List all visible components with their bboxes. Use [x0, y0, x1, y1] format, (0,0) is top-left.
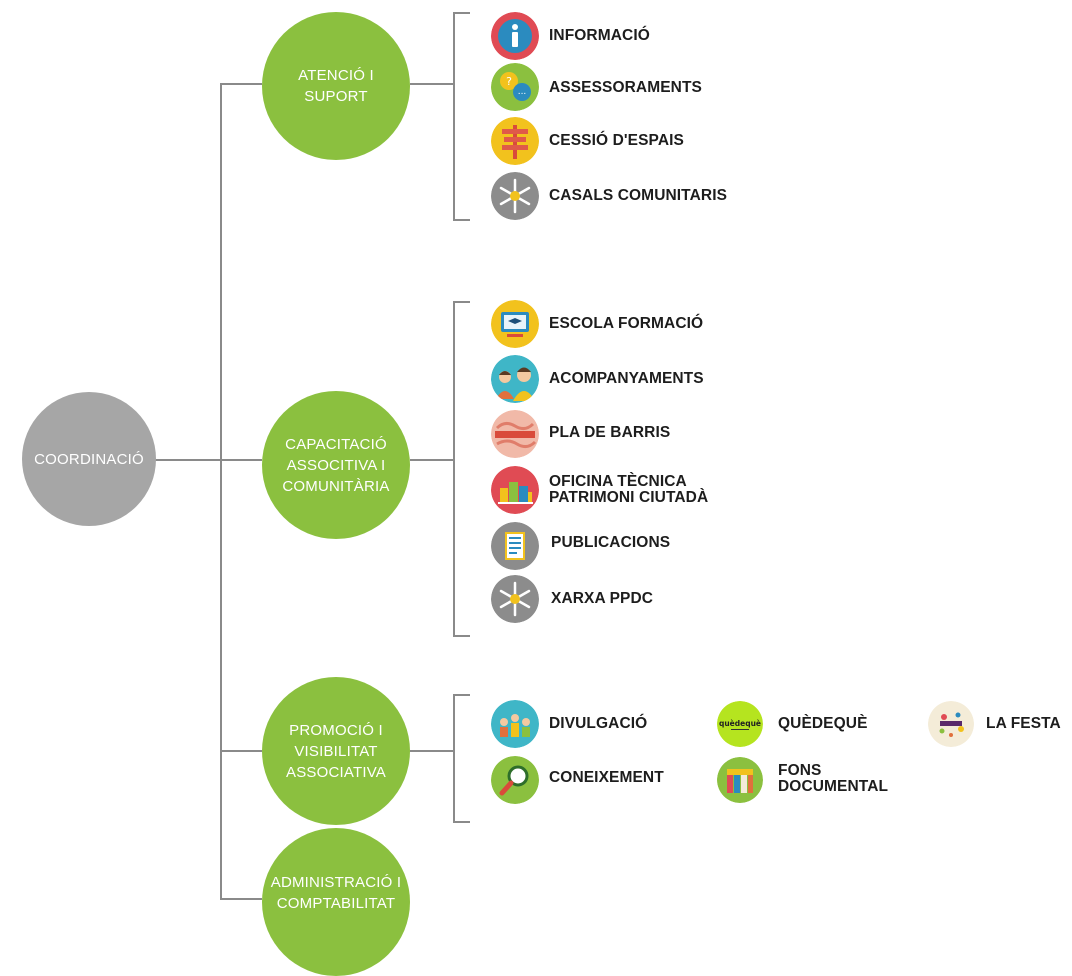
bracket-atencio-vertical [453, 12, 455, 221]
crowd-icon [491, 700, 539, 748]
graduation-screen-icon [491, 300, 539, 348]
root-node-coordinacio: COORDINACIÓ [22, 392, 156, 526]
service-label-informacio: INFORMACIÓ [549, 27, 650, 44]
quedeque-logo: quèdequè [717, 701, 763, 747]
signpost-icon [491, 117, 539, 165]
root-node-label: COORDINACIÓ [34, 450, 144, 468]
service-label-pla-de-barris: PLA DE BARRIS [549, 424, 671, 441]
service-label-la-festa: LA FESTA [986, 715, 1061, 732]
books-icon [717, 757, 763, 803]
connector-atencio-to-bracket [410, 83, 454, 85]
info-icon [491, 12, 539, 60]
buildings-icon [491, 466, 539, 514]
service-label-cessio-espais: CESSIÓ D'ESPAIS [549, 132, 684, 149]
magnifier-icon [491, 756, 539, 804]
service-label-casals-comunitaris: CASALS COMUNITARIS [549, 187, 728, 204]
service-label-acompanyaments: ACOMPANYAMENTS [549, 370, 704, 387]
service-label-escola-formacio: ESCOLA FORMACIÓ [549, 315, 704, 332]
bracket-promocio-bottom [453, 821, 470, 823]
svg-text:?: ? [506, 75, 512, 88]
pla-de-barris-logo [491, 410, 539, 458]
bracket-capacitacio-bottom [453, 635, 470, 637]
service-label-divulgacio: DIVULGACIÓ [549, 715, 648, 732]
connector-capacitacio-to-bracket [410, 459, 454, 461]
department-label: ADMINISTRACIÓ I COMPTABILITAT [270, 874, 402, 912]
service-label-oficina-tecnica: OFICINA TÈCNICA PATRIMONI CIUTADÀ [549, 473, 709, 506]
service-label-coneixement: CONEIXEMENT [549, 769, 664, 786]
bracket-promocio-vertical [453, 694, 455, 823]
connector-trunk-to-administracio [220, 898, 262, 900]
network-icon [491, 575, 539, 623]
service-label-assessoraments: ASSESSORAMENTS [549, 79, 702, 96]
speech-bubbles-icon: ?... [491, 63, 539, 111]
bracket-promocio-top [453, 694, 470, 696]
bracket-capacitacio-top [453, 301, 470, 303]
bracket-atencio-top [453, 12, 470, 14]
svg-text:...: ... [518, 87, 527, 97]
connector-trunk-to-atencio [220, 83, 262, 85]
connector-root-to-trunk [155, 459, 221, 461]
document-icon [491, 522, 539, 570]
department-node-administracio: ADMINISTRACIÓ I COMPTABILITAT [262, 828, 410, 976]
bracket-atencio-bottom [453, 219, 470, 221]
people-icon [491, 355, 539, 403]
connector-trunk-to-capacitacio [220, 459, 262, 461]
department-label: PROMOCIÓ I VISIBILITAT ASSOCIATIVA [285, 721, 386, 781]
department-node-capacitacio: CAPACITACIÓ ASSOCITIVA I COMUNITÀRIA [262, 391, 410, 539]
service-label-quedeque: QUÈDEQUÈ [778, 715, 868, 732]
connector-trunk-to-promocio [220, 750, 262, 752]
network-icon [491, 172, 539, 220]
bracket-capacitacio-vertical [453, 301, 455, 637]
service-label-xarxa-ppdc: XARXA PPDC [551, 590, 654, 607]
service-label-publicacions: PUBLICACIONS [551, 534, 671, 551]
department-label: ATENCIÓ I SUPORT [298, 67, 374, 105]
department-label: CAPACITACIÓ ASSOCITIVA I COMUNITÀRIA [282, 435, 390, 495]
department-node-promocio: PROMOCIÓ I VISIBILITAT ASSOCIATIVA [262, 677, 410, 825]
quedeque-logo-text: quèdequè [719, 719, 761, 728]
department-node-atencio: ATENCIÓ I SUPORT [262, 12, 410, 160]
festa-logo [928, 701, 974, 747]
connector-promocio-to-bracket [410, 750, 454, 752]
service-label-fons-documental: FONS DOCUMENTAL [778, 762, 889, 795]
trunk-vertical-line [220, 83, 222, 899]
